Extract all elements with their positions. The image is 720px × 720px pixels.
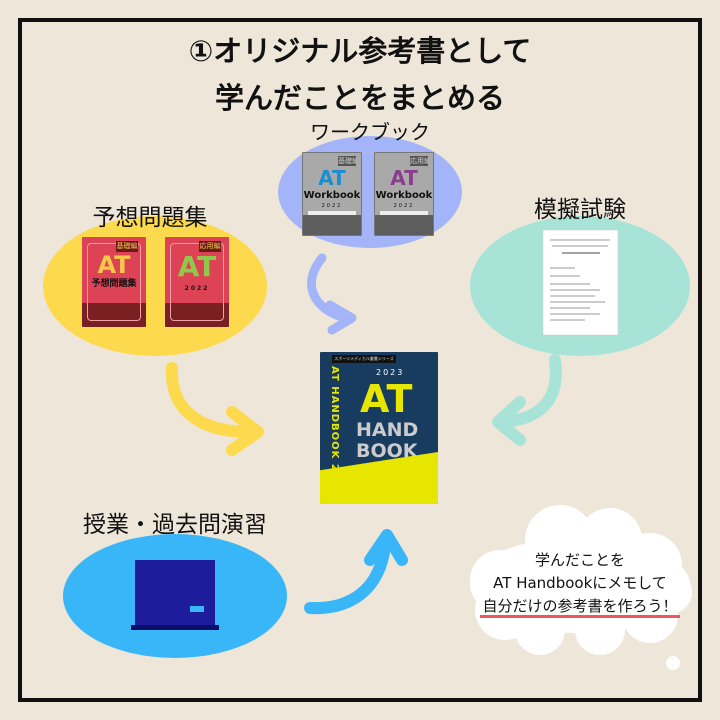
cover-badge: 応用編: [410, 156, 428, 166]
workbook-label: ワークブック: [310, 120, 430, 144]
workbook-applied-cover: 応用編 AT Workbook 2022: [374, 152, 434, 236]
handbook-at: AT: [360, 377, 413, 421]
cloud-line-3: 自分だけの参考書を作ろう！: [480, 597, 680, 618]
cloud-line-1: 学んだことを: [534, 551, 625, 569]
at-handbook-cover: スポーツメディカル叢書シリーズ AT HANDBOOK 2023 2023 AT…: [320, 352, 438, 504]
lecture-label: 授業・過去問演習: [83, 512, 267, 538]
cover-year: 2022: [321, 203, 343, 209]
blackboard-icon: [135, 560, 215, 628]
title-line-2: 学んだことをまとめる: [214, 81, 505, 115]
arrow-prediction: [165, 362, 264, 456]
cover-at: AT: [97, 251, 131, 279]
handbook-book: BOOK: [356, 440, 418, 462]
cover-at: AT: [318, 166, 346, 190]
cover-subtitle: 予想問題集: [91, 279, 137, 289]
cover-badge: 基礎編: [338, 156, 356, 166]
handbook-hand: HAND: [356, 419, 419, 441]
mock-exam-label: 模擬試験: [534, 197, 626, 223]
prediction-basic-cover: 基礎編 AT 予想問題集: [82, 237, 146, 327]
arrow-mock-exam: [492, 354, 562, 446]
mock-exam-paper: [542, 229, 619, 336]
cover-badge: 基礎編: [116, 241, 138, 252]
series-label: スポーツメディカル叢書シリーズ: [332, 355, 396, 363]
cover-name: Workbook: [303, 190, 361, 201]
workbook-basic-cover: 基礎編 AT Workbook 2022: [302, 152, 362, 236]
prediction-applied-cover: 応用編 AT 2022: [165, 237, 229, 327]
cover-name: Workbook: [375, 190, 433, 201]
cover-badge: 応用編: [199, 241, 221, 252]
title-line-1: ①オリジナル参考書として: [188, 34, 532, 68]
prediction-label: 予想問題集: [92, 205, 208, 231]
thought-cloud: [470, 505, 692, 670]
frame-border: [18, 18, 702, 702]
page-title: ①オリジナル参考書として 学んだことをまとめる: [0, 28, 720, 122]
cloud-message: 学んだことを AT Handbookにメモして 自分だけの参考書を作ろう！: [460, 549, 700, 618]
cover-at: AT: [390, 166, 418, 190]
spine-title: AT HANDBOOK 2023: [329, 366, 340, 496]
handbook-year: 2023: [376, 368, 405, 377]
arrow-lecture: [304, 529, 408, 615]
cloud-line-2: AT Handbookにメモして: [493, 574, 667, 592]
cover-year: 2022: [184, 285, 210, 292]
arrow-workbook: [307, 253, 357, 335]
cover-year: 2022: [393, 203, 415, 209]
cover-at: AT: [177, 250, 217, 283]
